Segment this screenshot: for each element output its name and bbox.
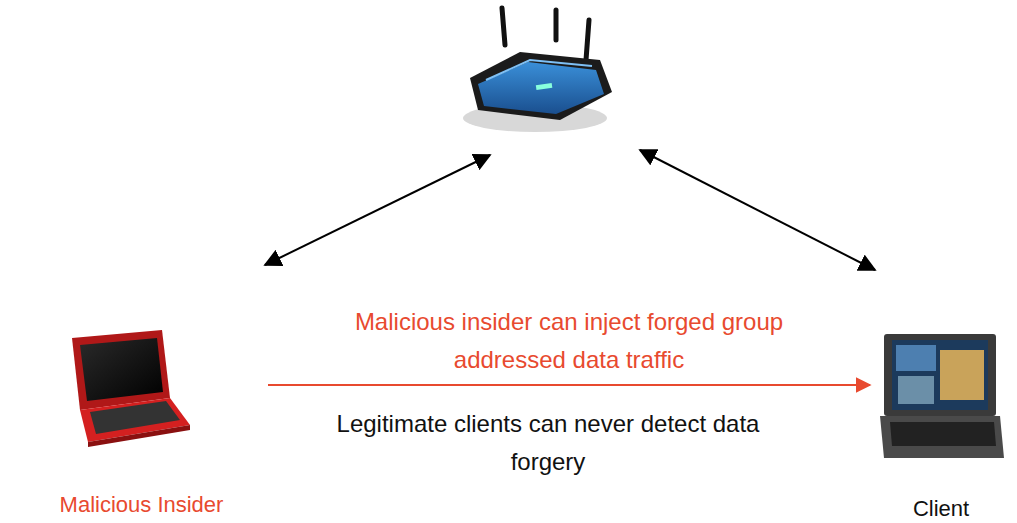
edge-label: Malicious insider can inject forged grou…	[354, 303, 784, 379]
link-arrow	[640, 150, 875, 270]
forgery-arrow	[268, 384, 870, 386]
note-text: Legitimate clients can never detect data…	[333, 405, 763, 481]
device-node: Malicious Insider	[15, 330, 268, 518]
device-node: Client	[870, 330, 1012, 522]
attacker-laptop-icon	[72, 330, 190, 447]
device-label: Malicious Insider	[15, 492, 268, 518]
router-icon	[463, 8, 612, 132]
link-arrow	[265, 155, 490, 265]
client-laptop-icon	[880, 334, 1004, 458]
device-label: Client	[870, 496, 1012, 522]
